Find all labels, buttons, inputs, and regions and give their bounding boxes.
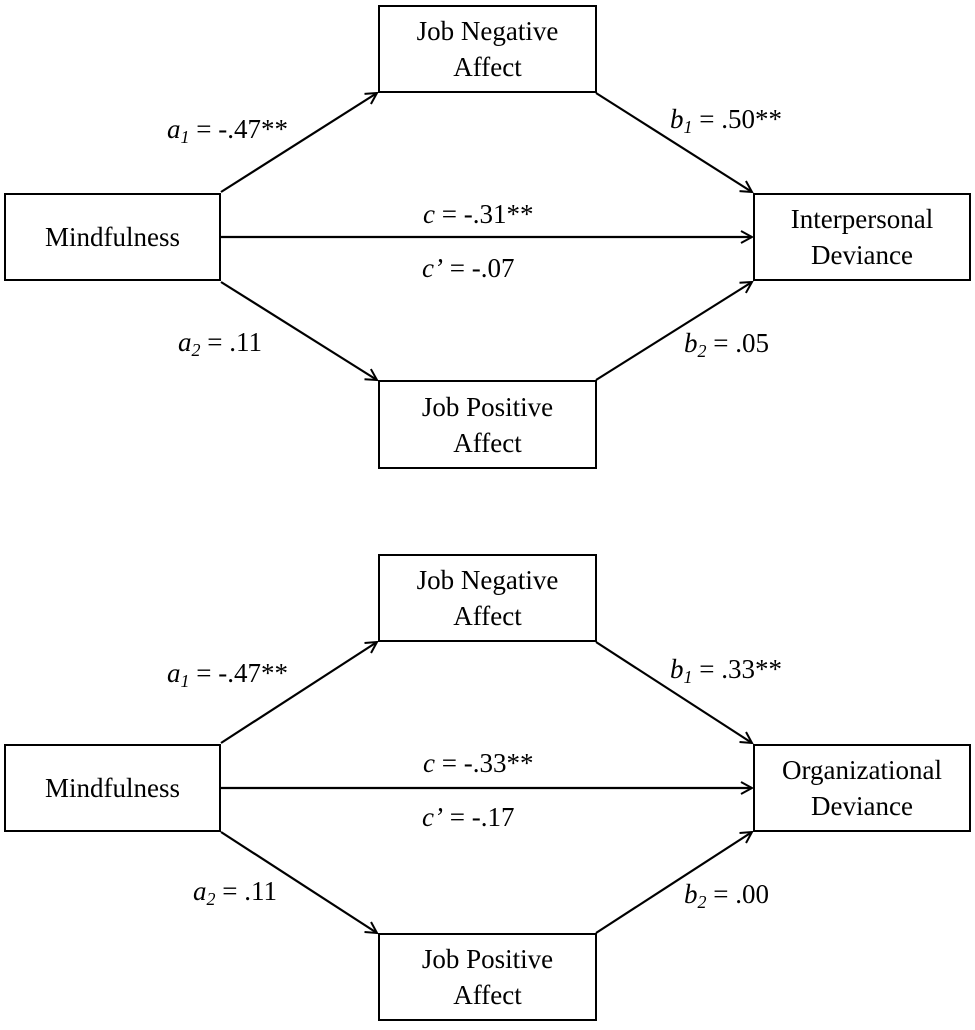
coef-a2-sub: 2: [191, 340, 201, 360]
coef-a2-value: = .11: [215, 876, 277, 906]
arrow-b1: [595, 641, 752, 743]
box-mediator-negative-line-2: Affect: [453, 601, 522, 631]
mediation-diagram-interpersonal: Mindfulness Job Negative Affect Job Posi…: [0, 0, 975, 480]
coef-b1: b1 = .50**: [670, 103, 782, 137]
coef-a2-value: = .11: [200, 327, 262, 357]
arrow-b1: [595, 92, 752, 192]
arrow-b2: [595, 832, 752, 934]
coef-b2-sub: 2: [697, 341, 707, 361]
coef-c: c = -.33**: [423, 747, 533, 779]
coef-b1-symbol: b: [670, 654, 684, 684]
coef-b2-value: = .00: [706, 879, 769, 909]
coef-a1-sub: 1: [180, 127, 190, 147]
coef-b2: b2 = .00: [684, 878, 769, 912]
box-predictor-line-1: Mindfulness: [45, 773, 180, 803]
box-mediator-positive: Job Positive Affect: [378, 380, 597, 469]
arrow-a1: [220, 642, 377, 744]
box-predictor: Mindfulness: [4, 744, 221, 832]
path-arrows: [220, 0, 975, 480]
arrow-a2: [220, 281, 377, 380]
coef-a2: a2 = .11: [193, 875, 277, 909]
coef-a2-symbol: a: [193, 876, 207, 906]
coef-c-symbol: c: [423, 199, 435, 229]
box-predictor: Mindfulness: [4, 193, 221, 281]
coef-c-prime: c’ = -.17: [422, 801, 514, 833]
box-mediator-negative-line-2: Affect: [453, 52, 522, 82]
coef-c-value: = -.31**: [434, 199, 534, 229]
coef-c-prime-symbol: c’: [422, 802, 443, 832]
coef-a1: a1 = -.47**: [167, 657, 288, 691]
coef-b1-sub: 1: [683, 667, 693, 687]
coef-a1-symbol: a: [167, 658, 181, 688]
arrow-b2: [595, 282, 752, 381]
coef-a2: a2 = .11: [178, 326, 262, 360]
box-outcome-line-1: Interpersonal: [790, 204, 934, 234]
box-outcome-line-2: Deviance: [811, 791, 913, 821]
coef-c-prime-value: = -.07: [442, 253, 515, 283]
box-mediator-positive: Job Positive Affect: [378, 933, 597, 1021]
box-predictor-line-1: Mindfulness: [45, 222, 180, 252]
box-mediator-positive-line-2: Affect: [453, 980, 522, 1010]
box-outcome: Interpersonal Deviance: [753, 193, 971, 281]
coef-a2-symbol: a: [178, 327, 192, 357]
box-mediator-positive-line-1: Job Positive: [421, 944, 554, 974]
coef-b1-value: = .33**: [692, 654, 782, 684]
coef-b2-value: = .05: [706, 328, 769, 358]
mediation-diagram-organizational: Mindfulness Job Negative Affect Job Posi…: [0, 550, 975, 1030]
coef-b2-symbol: b: [684, 328, 698, 358]
arrow-a2: [220, 831, 377, 933]
coef-c-prime-symbol: c’: [422, 253, 443, 283]
box-outcome-line-1: Organizational: [782, 755, 942, 785]
box-mediator-negative-line-1: Job Negative: [416, 565, 559, 595]
coef-b1: b1 = .33**: [670, 653, 782, 687]
coef-a1-symbol: a: [167, 114, 181, 144]
coef-a1-value: = -.47**: [189, 658, 288, 688]
coef-a2-sub: 2: [206, 889, 216, 909]
box-mediator-positive-line-2: Affect: [453, 427, 522, 458]
coef-a1: a1 = -.47**: [167, 113, 288, 147]
coef-b2-sub: 2: [697, 892, 707, 912]
box-mediator-positive-line-1: Job Positive: [421, 391, 554, 422]
coef-b1-symbol: b: [670, 104, 684, 134]
box-outcome: Organizational Deviance: [753, 744, 971, 832]
coef-c-value: = -.33**: [434, 748, 534, 778]
coef-c: c = -.31**: [423, 198, 533, 230]
coef-a1-value: = -.47**: [189, 114, 288, 144]
box-mediator-negative: Job Negative Affect: [378, 5, 597, 93]
coef-c-symbol: c: [423, 748, 435, 778]
coef-c-prime: c’ = -.07: [422, 252, 514, 284]
coef-b1-sub: 1: [683, 117, 693, 137]
coef-b2-symbol: b: [684, 879, 698, 909]
box-mediator-negative: Job Negative Affect: [378, 554, 597, 642]
coef-b1-value: = .50**: [692, 104, 782, 134]
box-mediator-negative-line-1: Job Negative: [416, 16, 559, 46]
coef-a1-sub: 1: [180, 671, 190, 691]
arrow-a1: [220, 93, 377, 193]
coef-c-prime-value: = -.17: [442, 802, 515, 832]
path-arrows: [220, 550, 975, 1030]
box-outcome-line-2: Deviance: [811, 240, 913, 270]
coef-b2: b2 = .05: [684, 327, 769, 361]
